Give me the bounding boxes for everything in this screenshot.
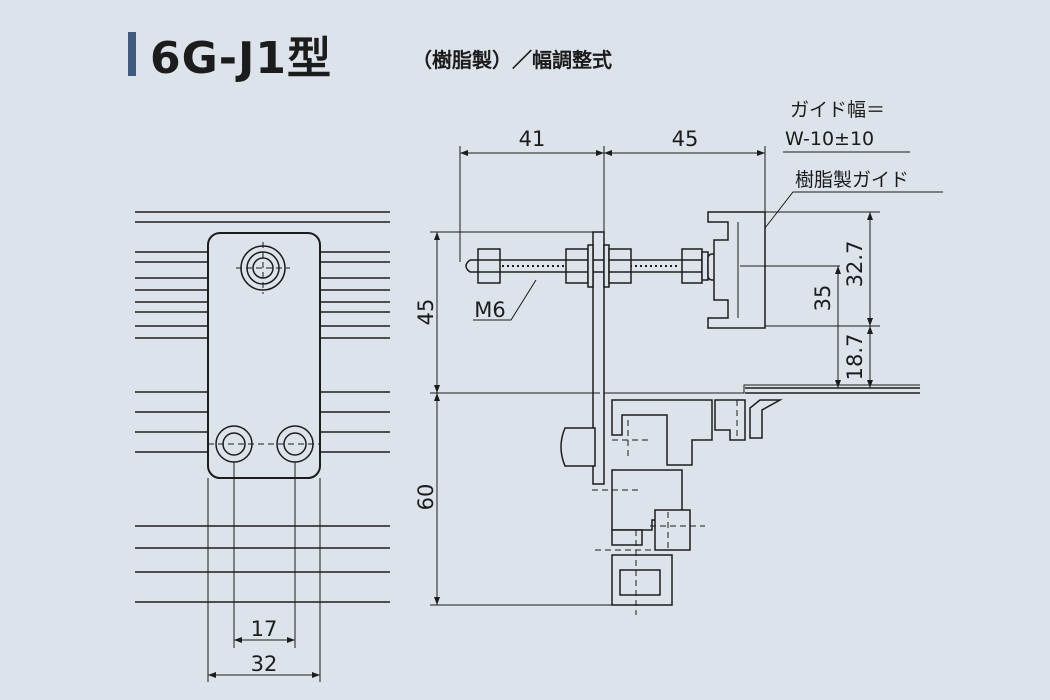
label-m6: M6 (474, 298, 505, 322)
guide-width-label: ガイド幅＝ (790, 99, 885, 121)
dim-45-left: 45 (414, 299, 438, 326)
dim-32-7: 32.7 (843, 241, 867, 288)
title-accent-bar (128, 32, 136, 76)
conveyor-frame-profile (560, 384, 920, 615)
page-subtitle: （樹脂製）／幅調整式 (412, 48, 612, 72)
dim-18-7: 18.7 (843, 334, 867, 381)
resin-guide-label: 樹脂製ガイド (795, 169, 909, 191)
dim-35: 35 (811, 285, 835, 312)
dim-60: 60 (414, 484, 438, 511)
side-view (430, 146, 943, 615)
dim-45-top: 45 (672, 127, 699, 151)
resin-guide (707, 211, 766, 329)
front-view (135, 211, 390, 682)
support-plate (592, 231, 605, 485)
page-title: 6G-J1型 (150, 33, 332, 84)
guide-width-value: W-10±10 (785, 128, 874, 150)
top-bolt (236, 242, 290, 294)
dim-17: 17 (251, 617, 278, 641)
dim-32: 32 (251, 652, 278, 676)
bracket-plate (207, 232, 321, 479)
dim-41: 41 (519, 127, 546, 151)
